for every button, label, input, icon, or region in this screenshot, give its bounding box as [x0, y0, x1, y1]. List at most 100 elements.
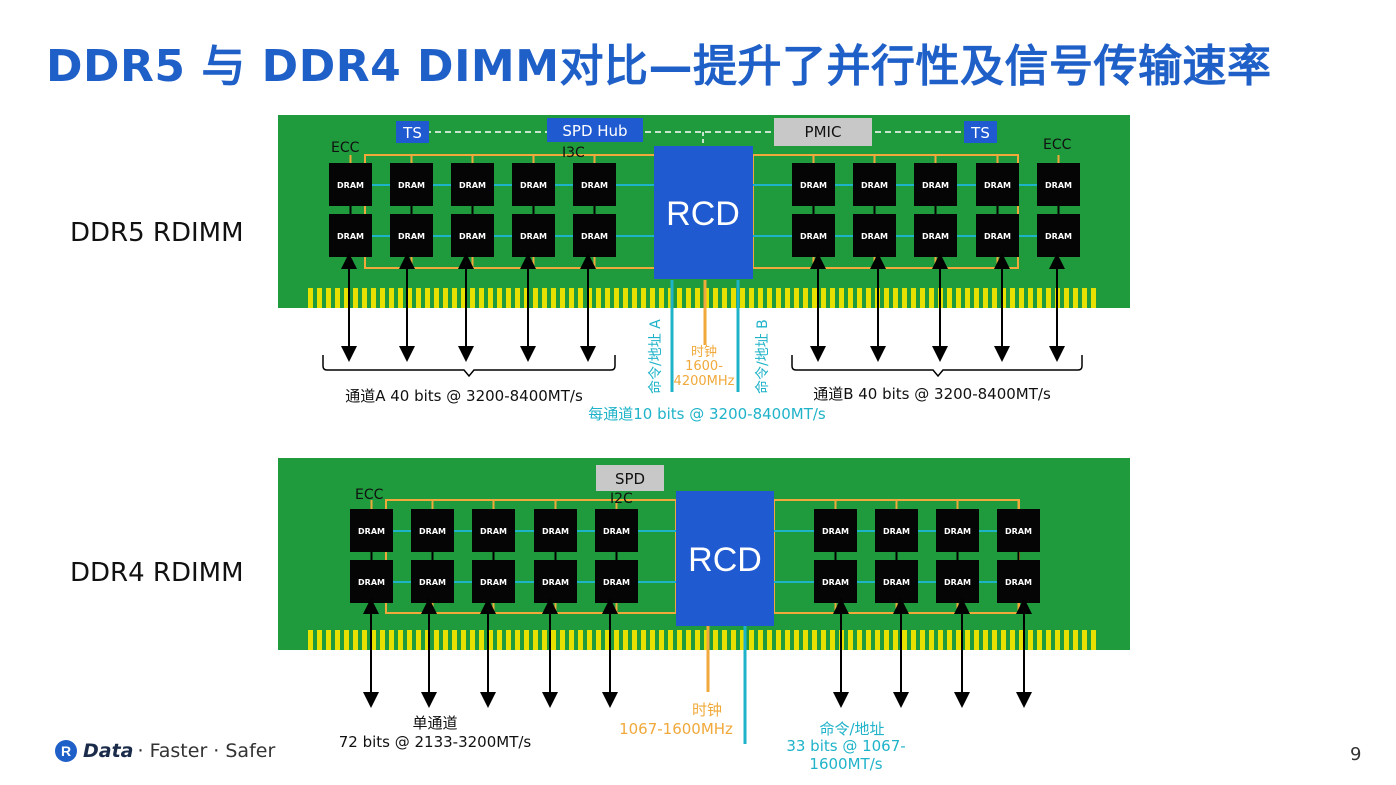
ddr4-pin	[821, 630, 826, 650]
ddr5-dram-label: DRAM	[861, 232, 888, 241]
ddr5-pin	[857, 288, 862, 308]
ddr5-dram-label: DRAM	[861, 181, 888, 190]
ddr5-dram-label: DRAM	[459, 232, 486, 241]
ddr4-pin	[1082, 630, 1087, 650]
ddr5-dram-label: DRAM	[459, 181, 486, 190]
ddr4-cmd-bits-2: 1600MT/s	[809, 755, 882, 773]
ddr4-dram-label: DRAM	[883, 527, 910, 536]
ddr5-pin	[434, 288, 439, 308]
ddr5-pin	[1010, 288, 1015, 308]
ddr5-channel-b-label: 通道B 40 bits @ 3200-8400MT/s	[813, 385, 1051, 403]
ddr5-pin	[713, 288, 718, 308]
ddr5-pin	[317, 288, 322, 308]
ddr4-dram-chip	[997, 509, 1040, 552]
ddr5-cmd-b-label: 命令/地址 B	[754, 319, 771, 394]
ddr4-pin	[461, 630, 466, 650]
ddr4-dram-chip	[472, 560, 515, 603]
ddr4-rcd-label: RCD	[688, 541, 762, 579]
ddr4-clock-label: 时钟	[692, 701, 722, 719]
ddr5-pin	[353, 288, 358, 308]
ddr5-board: DRAMDRAMDRAMDRAMDRAMDRAMDRAMDRAMDRAMDRAM…	[278, 115, 1130, 308]
ddr5-pin	[929, 288, 934, 308]
ddr4-pin	[740, 630, 745, 650]
ddr5-pin	[416, 288, 421, 308]
ddr4-pin	[641, 630, 646, 650]
ddr4-pin	[767, 630, 772, 650]
ddr4-dram-chip	[595, 560, 638, 603]
ddr5-cmd-a-label: 命令/地址 A	[647, 319, 664, 394]
ddr4-pin	[947, 630, 952, 650]
ddr5-channel-a-label: 通道A 40 bits @ 3200-8400MT/s	[345, 387, 583, 405]
ddr4-pin	[335, 630, 340, 650]
ddr5-pin	[614, 288, 619, 308]
ddr5-pin	[839, 288, 844, 308]
ddr4-dram-label: DRAM	[603, 527, 630, 536]
ddr4-dram-label: DRAM	[944, 578, 971, 587]
ddr4-pin	[587, 630, 592, 650]
ddr4-pin	[515, 630, 520, 650]
ddr5-dram-label: DRAM	[520, 181, 547, 190]
ddr5-pin	[722, 288, 727, 308]
ddr4-dram-label: DRAM	[1005, 527, 1032, 536]
ddr5-pin	[1091, 288, 1096, 308]
ddr4-gold-fingers	[308, 630, 1096, 650]
ddr4-pin	[650, 630, 655, 650]
ddr5-dram-chip	[512, 163, 555, 206]
ddr5-dram-label: DRAM	[984, 232, 1011, 241]
ddr5-pin	[1019, 288, 1024, 308]
ddr5-pin	[488, 288, 493, 308]
ddr5-pin	[731, 288, 736, 308]
ddr4-pin	[1037, 630, 1042, 650]
ddr5-pin	[1028, 288, 1033, 308]
ddr4-pin	[794, 630, 799, 650]
ddr5-pin	[425, 288, 430, 308]
ddr5-pin	[785, 288, 790, 308]
ddr4-pin	[344, 630, 349, 650]
ddr5-pin	[974, 288, 979, 308]
ddr4-single-channel-label: 单通道	[412, 714, 457, 732]
ddr4-pin	[317, 630, 322, 650]
ddr4-pin	[506, 630, 511, 650]
ddr4-pin	[416, 630, 421, 650]
ddr4-dram-chip	[595, 509, 638, 552]
ddr5-pin	[695, 288, 700, 308]
ddr4-pin	[686, 630, 691, 650]
ddr4-pin	[911, 630, 916, 650]
ddr4-pin	[551, 630, 556, 650]
ddr4-pin	[866, 630, 871, 650]
ddr5-pin	[542, 288, 547, 308]
ddr5-pin	[371, 288, 376, 308]
ddr5-pin	[1064, 288, 1069, 308]
ddr5-pin	[569, 288, 574, 308]
ddr5-pin	[596, 288, 601, 308]
ddr4-pin	[452, 630, 457, 650]
ddr5-pin	[560, 288, 565, 308]
ddr4-pin	[533, 630, 538, 650]
ddr4-pin	[524, 630, 529, 650]
page-title: DDR5 与 DDR4 DIMM对比—提升了并行性及信号传输速率	[46, 41, 1272, 92]
ddr5-pin	[794, 288, 799, 308]
ddr5-pin	[443, 288, 448, 308]
ddr4-pin	[398, 630, 403, 650]
ddr4-spd-label: SPD	[615, 470, 645, 488]
ddr5-pin	[803, 288, 808, 308]
page-number: 9	[1350, 744, 1362, 765]
ddr4-row-label: DDR4 RDIMM	[70, 558, 244, 588]
ddr4-pin	[632, 630, 637, 650]
ddr4-pin	[560, 630, 565, 650]
ddr4-dram-chip	[350, 560, 393, 603]
ddr5-pin	[767, 288, 772, 308]
ddr5-dram-chip	[1037, 214, 1080, 257]
ddr4-spd	[596, 465, 664, 491]
ddr5-dram-label: DRAM	[922, 232, 949, 241]
ddr5-pin	[641, 288, 646, 308]
ddr5-pin	[830, 288, 835, 308]
ddr4-pin	[848, 630, 853, 650]
ddr4-cmd-bits-1: 33 bits @ 1067-	[786, 737, 905, 755]
ddr5-pin	[659, 288, 664, 308]
ddr5-dram-label: DRAM	[398, 232, 425, 241]
ddr5-row-label: DDR5 RDIMM	[70, 218, 244, 248]
ddr5-dram-chip	[914, 163, 957, 206]
ddr5-spd-hub	[547, 118, 643, 142]
ddr5-clock-freq-1: 1600-	[685, 359, 723, 374]
